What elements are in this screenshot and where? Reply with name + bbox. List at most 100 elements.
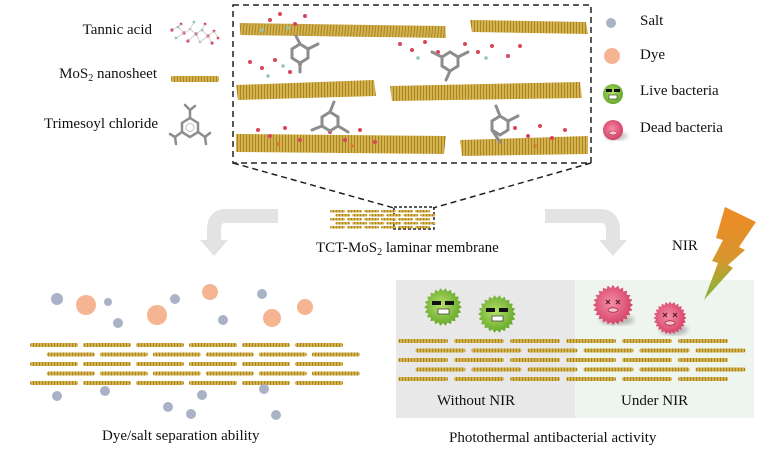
nanosheet — [566, 377, 616, 381]
salt-icon — [606, 18, 616, 28]
label-part: TCT-MoS — [316, 240, 378, 256]
caption-separation: Dye/salt separation ability — [102, 428, 260, 444]
nanosheet — [386, 222, 402, 225]
salt-particle — [197, 390, 207, 400]
legend-label-trimesoyl-chloride: Trimesoyl chloride — [43, 116, 158, 132]
sunglasses — [499, 308, 508, 312]
small-membrane — [330, 210, 436, 229]
nanosheet — [189, 381, 237, 385]
nanosheet — [152, 352, 201, 357]
nanosheet — [242, 362, 290, 366]
nanosheet — [583, 367, 634, 372]
legend-label-live-bacteria: Live bacteria — [640, 83, 719, 99]
nanosheet — [352, 222, 368, 225]
nanosheet — [398, 358, 448, 362]
legend-label-dead-bacteria: Dead bacteria — [640, 120, 723, 136]
membrane-label: TCT-MoS2 laminar membrane — [316, 240, 499, 258]
nanosheet — [311, 352, 360, 357]
teeth — [437, 308, 450, 315]
label-part: MoS — [59, 66, 89, 82]
nanosheet — [639, 348, 690, 353]
nanosheet — [678, 358, 728, 362]
live-bacteria-icon — [603, 84, 623, 104]
nanosheet — [398, 377, 448, 381]
x-eyes — [662, 312, 678, 318]
nanosheet — [510, 377, 560, 381]
sunglasses — [432, 301, 441, 305]
nanosheet — [242, 343, 290, 347]
under-nir-label: Under NIR — [621, 393, 689, 409]
nanosheet — [352, 214, 368, 217]
nanosheet — [347, 210, 362, 213]
nanosheet — [398, 210, 413, 213]
teeth — [491, 315, 504, 322]
nanosheet — [386, 214, 402, 217]
salt-particle — [218, 315, 228, 325]
nanosheet — [295, 343, 343, 347]
dye-particle — [76, 295, 96, 315]
salt-particle — [186, 409, 196, 419]
nanosheet — [381, 218, 396, 221]
nanosheet — [30, 381, 78, 385]
nanosheet — [415, 218, 430, 221]
nanosheet — [398, 218, 413, 221]
nanosheet — [152, 371, 201, 376]
caption-antibacterial: Photothermal antibacterial activity — [449, 430, 657, 446]
sunglasses — [486, 308, 495, 312]
nanosheet — [566, 358, 616, 362]
mouth — [664, 320, 676, 326]
nanosheet — [695, 367, 746, 372]
nanosheet — [420, 222, 436, 225]
nanosheet — [622, 358, 672, 362]
nanosheet — [398, 226, 413, 229]
nanosheet — [403, 222, 419, 225]
nanosheet — [415, 367, 466, 372]
nanosheet — [415, 210, 430, 213]
separation-membrane — [30, 343, 360, 385]
without-nir-label: Without NIR — [437, 393, 516, 409]
label-part: nanosheet — [93, 66, 157, 82]
salt-particle — [170, 294, 180, 304]
nanosheet — [30, 343, 78, 347]
nanosheet — [566, 339, 616, 343]
nanosheet — [330, 210, 345, 213]
nanosheet — [454, 377, 504, 381]
salt-particle — [271, 410, 281, 420]
live-bacteria-group — [424, 288, 516, 333]
salt-particle — [259, 384, 269, 394]
nanosheet — [83, 362, 131, 366]
dead-bacteria-group — [592, 284, 688, 335]
dye-icon — [604, 48, 620, 64]
tannic-acid-icon — [170, 20, 220, 45]
nanosheet — [471, 367, 522, 372]
nanosheet — [347, 226, 362, 229]
nanosheet — [83, 343, 131, 347]
nanosheet — [189, 362, 237, 366]
nanosheet — [622, 377, 672, 381]
dye-particle — [147, 305, 167, 325]
salt-particle — [163, 402, 173, 412]
nanosheet — [420, 214, 436, 217]
nanosheet — [381, 210, 396, 213]
arrow-head-right — [599, 240, 627, 256]
nanosheet — [415, 226, 430, 229]
nanosheet — [454, 339, 504, 343]
legend-label-tannic-acid: Tannic acid — [82, 22, 152, 38]
dead-bacteria-icon — [603, 120, 627, 140]
nanosheet — [364, 218, 379, 221]
nanosheet — [415, 348, 466, 353]
nanosheet — [364, 226, 379, 229]
label-subscript: 2 — [377, 247, 383, 258]
bacteria-body — [478, 295, 516, 333]
legend-label-mos2-nanosheet: MoS2 nanosheet — [30, 66, 157, 84]
nanosheet — [311, 371, 360, 376]
bacteria-body — [653, 301, 687, 335]
salt-particle — [257, 289, 267, 299]
nanosheet — [527, 348, 578, 353]
label-subscript: 2 — [88, 73, 94, 84]
nir-lightning-bolt-icon — [704, 207, 756, 300]
salt-particle — [51, 293, 63, 305]
nanosheet — [369, 222, 385, 225]
dye-particle — [263, 309, 281, 327]
arrow-to-antibacterial — [545, 209, 620, 240]
